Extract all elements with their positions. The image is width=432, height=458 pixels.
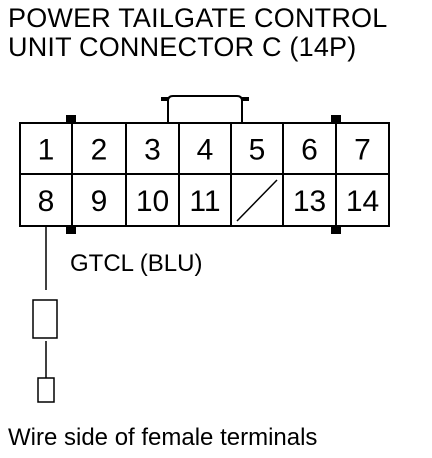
diagram-title-line-1: POWER TAILGATE CONTROL bbox=[8, 3, 388, 33]
diagram-caption: Wire side of female terminals bbox=[8, 424, 318, 451]
lock-tab-nub-right bbox=[241, 97, 249, 101]
pin-number: 8 bbox=[38, 185, 55, 218]
unused-cavity-slash bbox=[236, 179, 278, 222]
pin-number: 13 bbox=[293, 185, 326, 218]
pin-number: 6 bbox=[301, 134, 318, 167]
connector-lock-tab bbox=[167, 95, 243, 123]
pin-number: 4 bbox=[197, 134, 214, 167]
guide-mark-bottom-right bbox=[331, 226, 341, 234]
pin-number: 3 bbox=[144, 134, 161, 167]
wire-connector-box bbox=[32, 299, 58, 339]
pin-number: 14 bbox=[346, 185, 379, 218]
wire-terminal-box bbox=[37, 377, 55, 403]
pin-number: 10 bbox=[136, 185, 169, 218]
pin-number: 9 bbox=[91, 185, 108, 218]
pin-number: 7 bbox=[354, 134, 371, 167]
lock-tab-nub-left bbox=[161, 97, 169, 101]
wire-label: GTCL (BLU) bbox=[70, 250, 203, 277]
diagram-title-line-2: UNIT CONNECTOR C (14P) bbox=[8, 32, 357, 62]
pin-number: 11 bbox=[189, 185, 220, 218]
guide-mark-bottom-left bbox=[66, 226, 76, 234]
pin-number: 2 bbox=[91, 134, 108, 167]
pin-number: 1 bbox=[38, 134, 55, 167]
pin-number: 5 bbox=[249, 134, 266, 167]
guide-mark-top-left bbox=[66, 115, 76, 123]
guide-mark-top-right bbox=[331, 115, 341, 123]
